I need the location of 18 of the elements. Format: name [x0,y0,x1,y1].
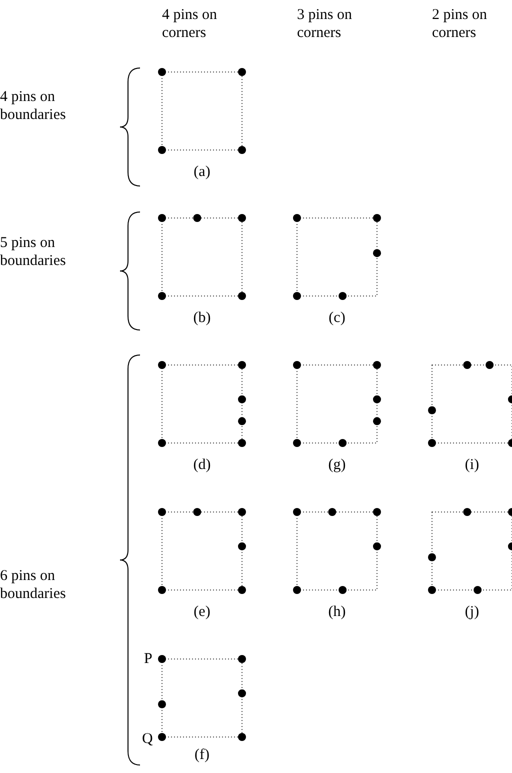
pin-label: Q [142,730,153,748]
figure-label: (d) [192,456,212,474]
figure-label: (a) [192,163,212,181]
figure-label: (c) [328,309,346,327]
figure-label: (h) [327,603,347,621]
figure-label: (b) [192,309,212,327]
row-heading: 4 pins on boundaries [0,88,67,124]
figure-label: (j) [464,603,480,621]
pin-label: P [144,650,152,668]
figure-label: (i) [464,456,480,474]
column-heading: 3 pins on corners [297,6,354,42]
column-heading: 4 pins on corners [162,6,218,42]
figure-label: (g) [327,456,347,474]
figure-label: (f) [194,746,210,764]
figure-label: (e) [192,603,212,621]
column-heading: 2 pins on corners [432,6,488,42]
row-heading: 5 pins on boundaries [0,234,67,270]
row-heading: 6 pins on boundaries [0,567,67,603]
